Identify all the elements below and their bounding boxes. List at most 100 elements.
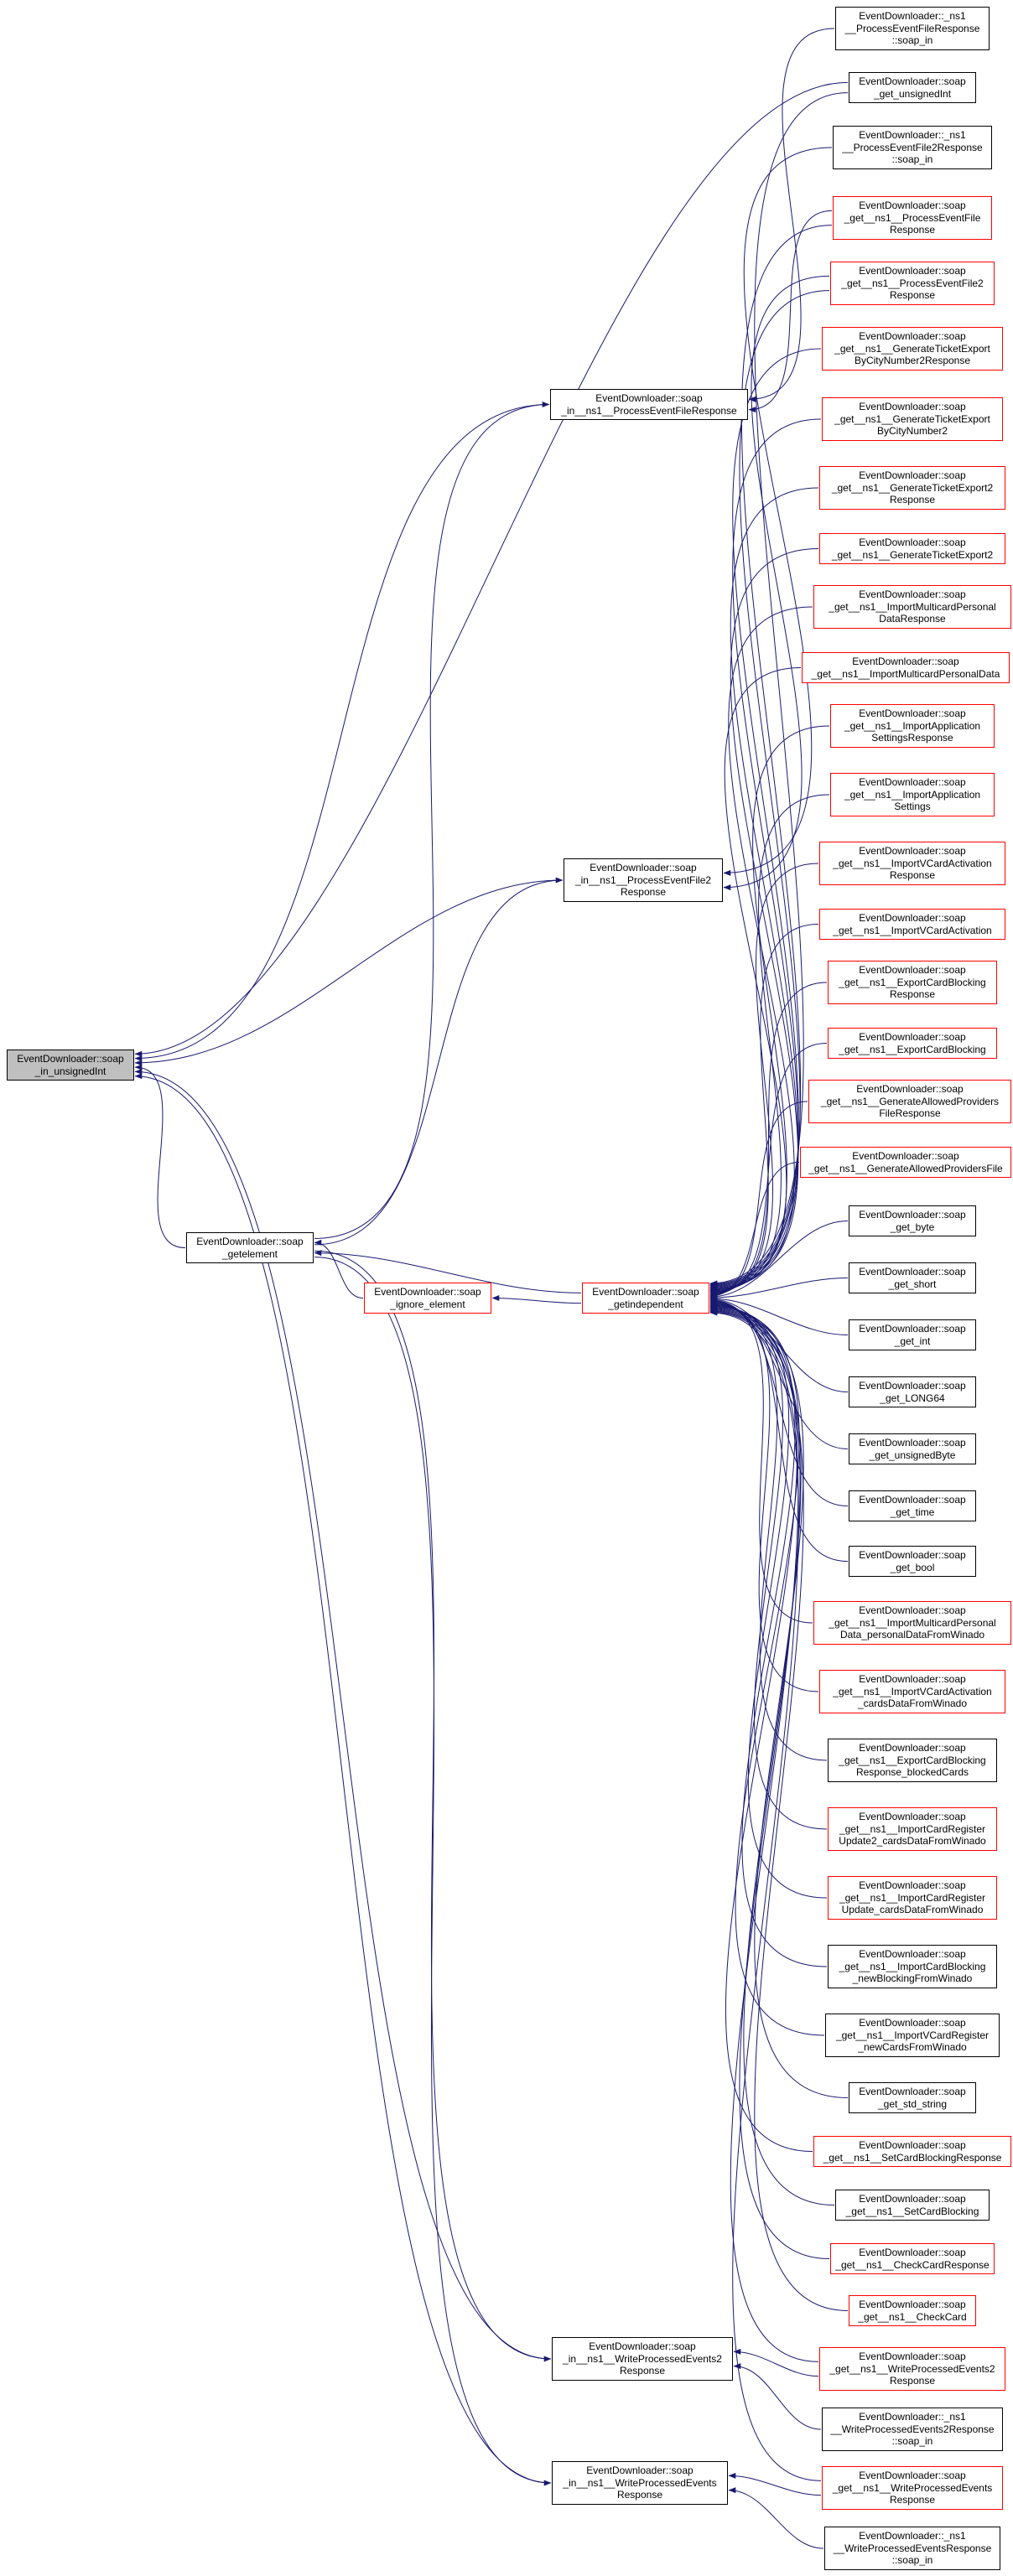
graph-node-r32-line-1: _get__ns1__ImportCardBlocking xyxy=(839,1960,986,1972)
graph-node-r38[interactable]: EventDownloader::soap_get__ns1__CheckCar… xyxy=(849,2295,976,2326)
graph-node-r36[interactable]: EventDownloader::soap_get__ns1__SetCardB… xyxy=(835,2190,990,2221)
graph-node-r10-line-1: _get__ns1__ImportMulticardPersonal xyxy=(829,600,996,613)
graph-node-r24-line-1: _get_unsignedByte xyxy=(869,1449,956,1461)
edge-r4-to-in_PEFR xyxy=(748,210,833,413)
graph-node-r35[interactable]: EventDownloader::soap_get__ns1__SetCardB… xyxy=(813,2136,1011,2167)
edge-r17-to-getind xyxy=(709,1043,828,1298)
graph-node-r7[interactable]: EventDownloader::soap_get__ns1__Generate… xyxy=(822,397,1003,441)
graph-node-r31-line-2: Update_cardsDataFromWinado xyxy=(841,1904,984,1916)
graph-node-getind[interactable]: EventDownloader::soap_getindependent xyxy=(582,1283,709,1314)
graph-node-r24[interactable]: EventDownloader::soap_get_unsignedByte xyxy=(849,1433,976,1464)
graph-node-r27[interactable]: EventDownloader::soap_get__ns1__ImportMu… xyxy=(813,1601,1011,1645)
graph-node-r11[interactable]: EventDownloader::soap_get__ns1__ImportMu… xyxy=(802,652,1010,683)
graph-node-r8[interactable]: EventDownloader::soap_get__ns1__Generate… xyxy=(819,466,1005,510)
graph-node-r14-line-0: EventDownloader::soap xyxy=(859,845,966,858)
graph-node-r5[interactable]: EventDownloader::soap_get__ns1__ProcessE… xyxy=(830,262,995,305)
edge-in_WPE2R-to-root xyxy=(134,1068,552,2360)
graph-node-r2-line-1: _get_unsignedInt xyxy=(873,87,952,100)
graph-node-r20[interactable]: EventDownloader::soap_get_byte xyxy=(849,1205,976,1236)
edge-r32-to-getind xyxy=(709,1303,828,1967)
graph-node-r14-line-1: _get__ns1__ImportVCardActivation xyxy=(833,857,992,869)
edge-r15-to-getind xyxy=(709,924,819,1296)
graph-node-r30-line-1: _get__ns1__ImportCardRegister xyxy=(839,1822,986,1835)
graph-node-r39[interactable]: EventDownloader::soap_get__ns1__WritePro… xyxy=(819,2347,1005,2391)
graph-node-r7-line-1: _get__ns1__GenerateTicketExport xyxy=(834,412,990,425)
graph-node-getind-line-1: _getindependent xyxy=(608,1298,683,1310)
graph-node-r26[interactable]: EventDownloader::soap_get_bool xyxy=(849,1546,976,1577)
graph-node-r16-line-0: EventDownloader::soap xyxy=(859,964,966,977)
graph-node-getelement[interactable]: EventDownloader::soap_getelement xyxy=(186,1232,314,1263)
graph-node-r22[interactable]: EventDownloader::soap_get_int xyxy=(849,1319,976,1350)
edge-r41-to-getind xyxy=(709,1309,822,2481)
graph-node-r19[interactable]: EventDownloader::soap_get__ns1__Generate… xyxy=(800,1147,1011,1178)
edge-r23-to-getind xyxy=(709,1296,849,1392)
graph-node-r1[interactable]: EventDownloader::_ns1__ProcessEventFileR… xyxy=(835,7,990,50)
graph-node-r31[interactable]: EventDownloader::soap_get__ns1__ImportCa… xyxy=(828,1876,997,1920)
graph-node-r5-line-2: Response xyxy=(889,289,936,302)
graph-node-r29[interactable]: EventDownloader::soap_get__ns1__ExportCa… xyxy=(828,1739,997,1782)
graph-node-r34[interactable]: EventDownloader::soap_get_std_string xyxy=(849,2082,976,2113)
graph-node-r13-line-0: EventDownloader::soap xyxy=(859,776,966,789)
graph-node-root-line-0: EventDownloader::soap xyxy=(17,1053,124,1065)
graph-node-r29-line-1: _get__ns1__ExportCardBlocking xyxy=(839,1754,986,1766)
edge-r7-to-getind xyxy=(709,418,822,1290)
graph-node-root-line-1: _in_unsignedInt xyxy=(34,1065,106,1077)
edge-r2-to-getind xyxy=(709,92,849,1287)
graph-node-r13-line-1: _get__ns1__ImportApplication xyxy=(844,788,981,801)
graph-node-r25[interactable]: EventDownloader::soap_get_time xyxy=(849,1490,976,1521)
edge-getelement-to-in_WPER xyxy=(314,1257,552,2486)
graph-node-ignore-line-0: EventDownloader::soap xyxy=(374,1286,481,1298)
graph-node-r1-line-2: ::soap_in xyxy=(891,34,933,47)
graph-node-r2[interactable]: EventDownloader::soap_get_unsignedInt xyxy=(849,72,976,103)
graph-node-r9[interactable]: EventDownloader::soap_get__ns1__Generate… xyxy=(819,533,1005,564)
graph-node-in_PEF2R[interactable]: EventDownloader::soap_in__ns1__ProcessEv… xyxy=(564,858,723,902)
graph-node-r4-line-1: _get__ns1__ProcessEventFile xyxy=(844,211,981,224)
graph-node-in_WPER[interactable]: EventDownloader::soap_in__ns1__WriteProc… xyxy=(552,2461,728,2505)
graph-node-r36-line-0: EventDownloader::soap xyxy=(859,2193,966,2205)
graph-node-r13[interactable]: EventDownloader::soap_get__ns1__ImportAp… xyxy=(830,773,995,816)
graph-node-r4-line-2: Response xyxy=(889,224,936,236)
graph-node-r23[interactable]: EventDownloader::soap_get_LONG64 xyxy=(849,1376,976,1407)
graph-node-r14[interactable]: EventDownloader::soap_get__ns1__ImportVC… xyxy=(819,842,1005,885)
graph-node-r18-line-2: FileResponse xyxy=(879,1107,941,1120)
graph-node-r12[interactable]: EventDownloader::soap_get__ns1__ImportAp… xyxy=(830,704,995,748)
graph-node-in_PEFR[interactable]: EventDownloader::soap_in__ns1__ProcessEv… xyxy=(550,389,748,420)
graph-node-r6[interactable]: EventDownloader::soap_get__ns1__Generate… xyxy=(822,327,1003,371)
graph-node-ignore[interactable]: EventDownloader::soap_ignore_element xyxy=(364,1283,491,1314)
graph-node-r18[interactable]: EventDownloader::soap_get__ns1__Generate… xyxy=(808,1080,1011,1123)
graph-node-r10-line-2: DataResponse xyxy=(879,613,946,625)
graph-node-r3[interactable]: EventDownloader::_ns1__ProcessEventFile2… xyxy=(833,126,992,169)
graph-node-r33[interactable]: EventDownloader::soap_get__ns1__ImportVC… xyxy=(825,2014,1000,2057)
graph-node-r41[interactable]: EventDownloader::soap_get__ns1__WritePro… xyxy=(822,2466,1003,2510)
graph-node-r30-line-0: EventDownloader::soap xyxy=(859,1811,966,1823)
graph-node-r42[interactable]: EventDownloader::_ns1__WriteProcessedEve… xyxy=(824,2527,1000,2570)
graph-node-r7-line-0: EventDownloader::soap xyxy=(859,401,966,413)
graph-node-in_PEF2R-line-0: EventDownloader::soap xyxy=(590,862,697,874)
graph-node-r28-line-2: _cardsDataFromWinado xyxy=(857,1697,968,1710)
graph-node-r42-line-1: __WriteProcessedEventsResponse xyxy=(833,2542,992,2554)
graph-node-r28[interactable]: EventDownloader::soap_get__ns1__ImportVC… xyxy=(819,1670,1005,1713)
graph-node-r3-line-2: ::soap_in xyxy=(891,153,933,166)
graph-node-r20-line-1: _get_byte xyxy=(890,1221,935,1233)
graph-node-r10-line-0: EventDownloader::soap xyxy=(859,588,966,601)
graph-node-r4[interactable]: EventDownloader::soap_get__ns1__ProcessE… xyxy=(833,196,992,240)
graph-node-in_WPE2R[interactable]: EventDownloader::soap_in__ns1__WriteProc… xyxy=(552,2337,733,2381)
graph-node-r40[interactable]: EventDownloader::_ns1__WriteProcessedEve… xyxy=(822,2408,1003,2451)
graph-node-r37[interactable]: EventDownloader::soap_get__ns1__CheckCar… xyxy=(830,2243,995,2274)
graph-node-r10[interactable]: EventDownloader::soap_get__ns1__ImportMu… xyxy=(813,585,1011,629)
graph-node-r16[interactable]: EventDownloader::soap_get__ns1__ExportCa… xyxy=(828,961,997,1004)
graph-node-r17[interactable]: EventDownloader::soap_get__ns1__ExportCa… xyxy=(828,1028,997,1059)
graph-node-r15[interactable]: EventDownloader::soap_get__ns1__ImportVC… xyxy=(819,909,1005,940)
edge-getelement-to-in_PEF2R xyxy=(314,877,564,1246)
graph-node-r30[interactable]: EventDownloader::soap_get__ns1__ImportCa… xyxy=(828,1807,997,1851)
graph-node-r32[interactable]: EventDownloader::soap_get__ns1__ImportCa… xyxy=(828,1945,997,1988)
graph-node-r25-line-0: EventDownloader::soap xyxy=(859,1494,966,1506)
graph-node-r38-line-1: _get__ns1__CheckCard xyxy=(858,2310,967,2323)
graph-node-r29-line-0: EventDownloader::soap xyxy=(859,1742,966,1754)
edge-r5-to-getind xyxy=(709,290,830,1288)
graph-node-r11-line-1: _get__ns1__ImportMulticardPersonalData xyxy=(811,667,1000,680)
graph-node-r41-line-2: Response xyxy=(889,2494,936,2506)
graph-node-r21[interactable]: EventDownloader::soap_get_short xyxy=(849,1262,976,1293)
graph-node-r38-line-0: EventDownloader::soap xyxy=(859,2299,966,2310)
